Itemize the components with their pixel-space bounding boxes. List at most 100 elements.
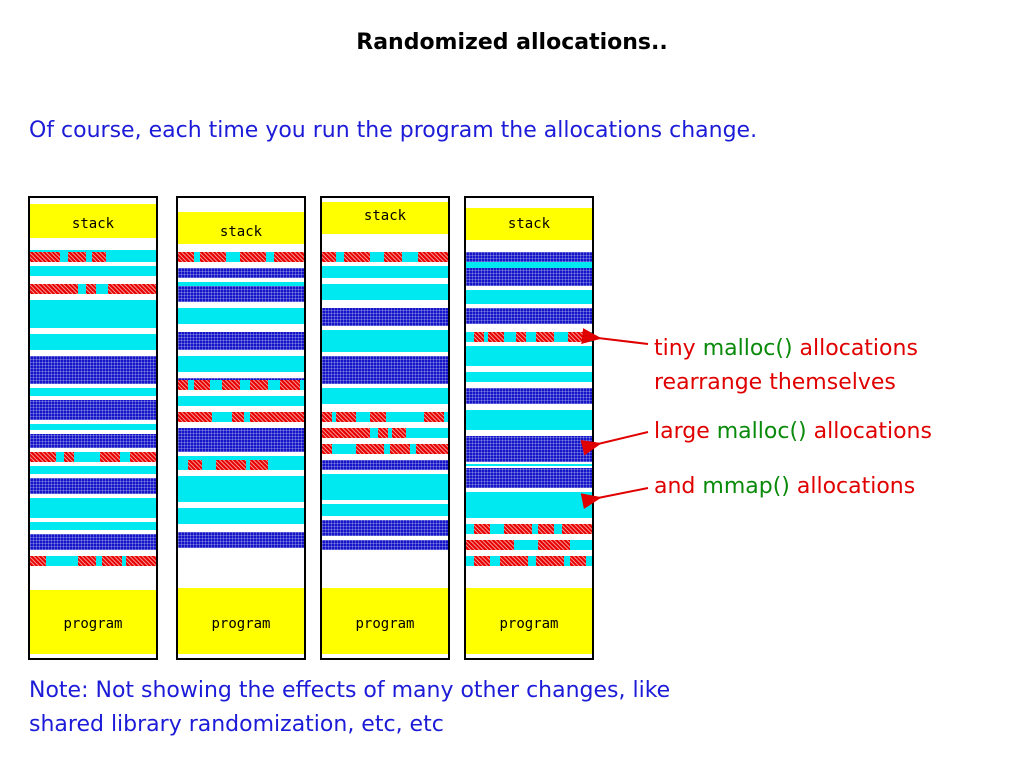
tiny-allocation-block [538,540,570,550]
tiny-allocation-row [30,252,156,262]
tiny-allocation-block [216,460,246,470]
large-allocation [322,308,448,326]
heap-region [466,492,592,518]
memory-column-3: stack program [320,196,450,660]
program-region [322,588,448,654]
tiny-allocation-block [500,556,528,566]
large-allocation [30,400,156,420]
large-allocation [178,286,304,302]
tiny-allocation-block [378,428,388,438]
tiny-allocation-block [222,380,240,390]
tiny-allocation-block [336,412,356,422]
tiny-allocation-block [536,332,554,342]
tiny-allocation-block [194,380,210,390]
tiny-allocation-row [466,556,592,566]
tiny-allocation-row [178,380,304,390]
tiny-allocation-block [424,412,444,422]
heap-region [322,266,448,278]
stack-label: stack [219,224,263,240]
label-tiny-post: allocations [792,336,918,361]
arrow-tiny [581,328,649,345]
tiny-allocation-block [474,556,490,566]
tiny-allocation-block [126,556,156,566]
tiny-allocation-row [178,252,304,262]
tiny-allocation-block [474,524,490,534]
heap-region [322,388,448,404]
label-tiny-fn: malloc() [702,336,793,361]
heap-region [466,464,592,466]
tiny-allocation-block [232,412,244,422]
footnote-line-2: shared library randomization, etc, etc [29,712,444,737]
tiny-allocation-block [250,460,268,470]
tiny-allocation-block [466,540,514,550]
tiny-allocation-block [78,556,96,566]
tiny-allocation-row [322,252,448,262]
tiny-allocation-block [86,284,96,294]
tiny-allocation-block [418,252,448,262]
footnote-line-1: Note: Not showing the effects of many ot… [29,678,671,703]
tiny-allocation-block [200,252,226,262]
tiny-allocation-block [30,556,46,566]
tiny-allocation-block [370,412,386,422]
large-allocation [178,268,304,278]
tiny-allocation-block [344,252,370,262]
heap-region [178,508,304,524]
tiny-allocation-block [178,252,194,262]
tiny-allocation-block [570,556,586,566]
tiny-allocation-block [92,252,106,262]
arrow-mmap [580,487,649,509]
tiny-allocation-row [322,444,448,454]
tiny-allocation-block [384,252,402,262]
large-allocation [322,540,448,550]
heap-region [178,308,304,324]
label-mmap-fn: mmap() [702,474,790,499]
label-mmap: and mmap() allocations [654,474,915,499]
stack-region [322,202,448,234]
tiny-allocation-block [392,428,406,438]
label-tiny: tiny malloc() allocations rearrange them… [654,332,918,400]
large-allocation [30,534,156,550]
tiny-allocation-block [30,284,78,294]
tiny-allocation-block [322,444,332,454]
label-large-post: allocations [806,419,932,444]
tiny-allocation-block [30,452,56,462]
large-allocation [322,520,448,536]
large-allocation [466,388,592,404]
heap-region [30,466,156,474]
large-allocation [322,356,448,384]
program-label: program [63,616,123,632]
tiny-allocation-block [322,252,336,262]
tiny-allocation-block [356,444,384,454]
stack-region [30,204,156,238]
heap-region [322,474,448,500]
stack-region [178,212,304,244]
heap-region [322,504,448,516]
large-allocation [466,308,592,324]
label-mmap-pre: and [654,474,703,499]
program-label: program [211,616,271,632]
tiny-allocation-row [322,412,448,422]
tiny-allocation-block [64,452,74,462]
tiny-allocation-block [250,380,268,390]
tiny-allocation-row [30,284,156,294]
program-region [178,588,304,654]
tiny-allocation-block [250,412,304,422]
tiny-allocation-block [474,332,484,342]
tiny-allocation-row [178,412,304,422]
tiny-allocation-block [504,524,532,534]
tiny-allocation-block [102,556,122,566]
arrow-large [580,431,649,456]
tiny-allocation-block [30,252,60,262]
heap-region [178,456,304,462]
label-large-pre: large [654,419,717,444]
tiny-allocation-row [30,556,156,566]
heap-region [466,410,592,430]
large-allocation [466,252,592,262]
large-allocation [30,478,156,494]
heap-region [178,282,304,286]
program-region [466,588,592,654]
program-label: program [499,616,559,632]
heap-region [30,334,156,350]
heap-region [30,388,156,396]
memory-column-1: stack program [28,196,158,660]
